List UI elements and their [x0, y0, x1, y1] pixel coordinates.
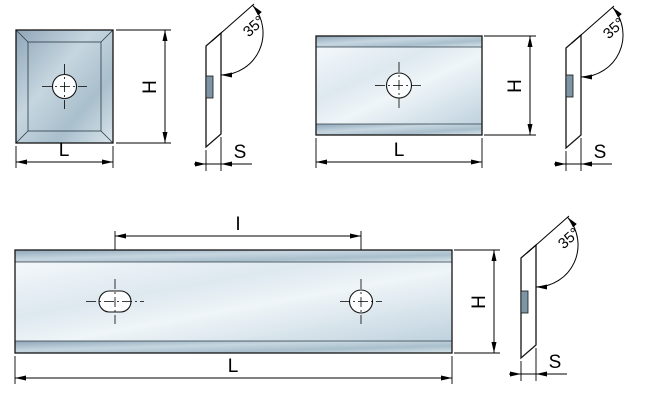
top-bevel-strip	[316, 36, 482, 47]
rectangular-insert-dim-height: H	[484, 35, 536, 136]
long-insert-dim-length: L	[14, 356, 453, 384]
square-insert-dim-length: L	[15, 140, 114, 168]
bevel-corner-line	[15, 29, 29, 43]
bevel-corner-line	[15, 130, 29, 144]
rectangular-insert-dim-length: L	[315, 138, 483, 168]
long-insert-dim-thickness: S	[509, 348, 567, 381]
bevel-corner-line	[100, 29, 114, 43]
square-insert-dim-thickness: S	[194, 137, 252, 171]
bevel-corner-line	[100, 130, 114, 144]
rectangular-insert-dim-thickness: S	[554, 138, 612, 171]
long-insert-dim-height: H	[454, 249, 500, 354]
square-insert-outline	[15, 29, 114, 144]
square-insert-face	[27, 41, 102, 132]
square-height-label: H	[140, 80, 161, 94]
long-insert-group: I L H	[14, 214, 583, 384]
long-hole-spacing-label: I	[235, 214, 240, 235]
long-insert-face	[15, 262, 452, 341]
rect-length-label: L	[394, 140, 405, 161]
side-view-hole	[520, 290, 529, 314]
angle-arc	[220, 5, 264, 78]
side-view-hole	[205, 75, 214, 99]
square-insert-front-view	[15, 29, 114, 144]
long-length-label: L	[228, 356, 239, 377]
square-insert-group: L H 35° S	[15, 3, 268, 171]
angle-arc	[580, 7, 624, 80]
rectangular-insert-group: L H 35° S	[315, 5, 628, 171]
side-view-hole	[565, 74, 574, 98]
square-thickness-label: S	[234, 142, 247, 163]
rect-insert-outline	[315, 35, 483, 136]
long-height-label: H	[469, 295, 490, 309]
top-bevel-strip	[15, 250, 452, 262]
rect-thickness-label: S	[594, 142, 607, 163]
square-insert-dim-height: H	[116, 29, 171, 144]
long-insert-outline	[14, 249, 453, 354]
rect-height-label: H	[505, 79, 526, 93]
bottom-bevel-strip	[316, 124, 482, 135]
square-length-label: L	[59, 140, 70, 161]
bottom-bevel-strip	[15, 341, 452, 353]
rectangular-insert-front-view	[315, 35, 483, 136]
angle-arc	[535, 217, 579, 290]
long-thickness-label: S	[549, 352, 562, 373]
long-insert-front-view	[14, 249, 453, 354]
